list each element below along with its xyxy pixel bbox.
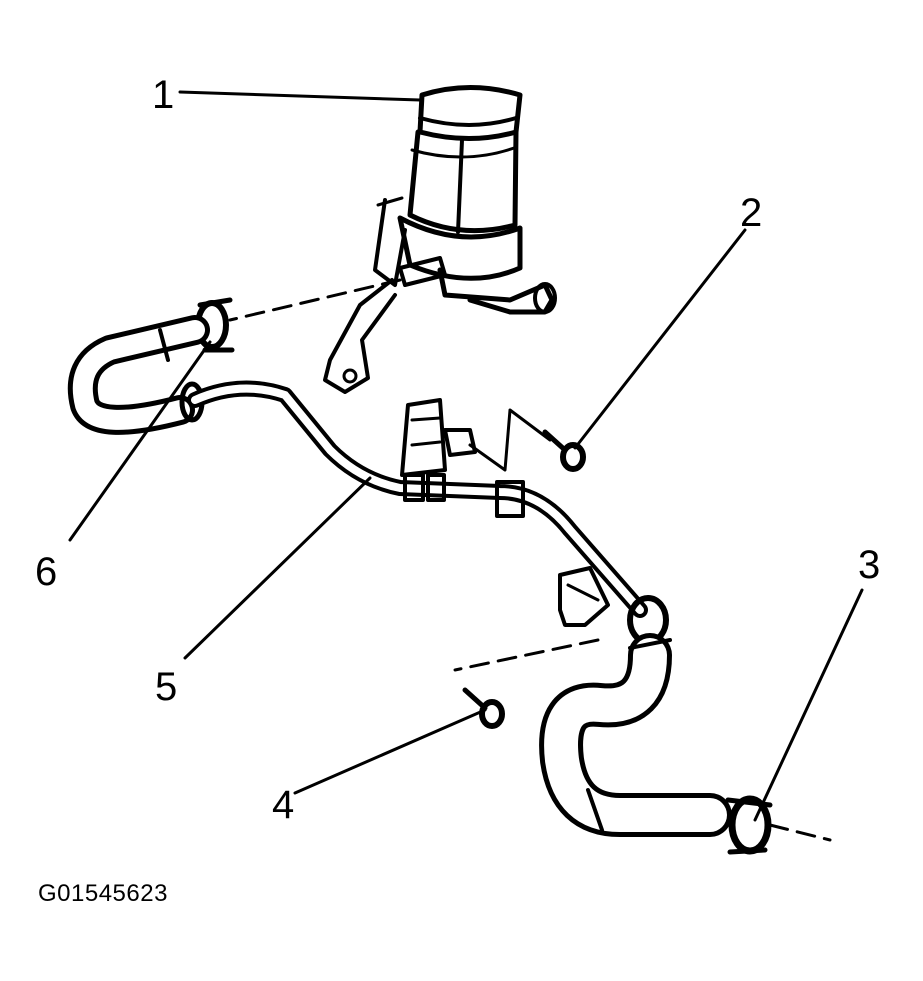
callout-6: 6 bbox=[35, 550, 57, 594]
middle-bracket bbox=[400, 398, 552, 477]
upper-hose bbox=[67, 315, 210, 435]
lower-hose bbox=[539, 595, 732, 837]
leader-lines bbox=[68, 90, 864, 822]
figure-id-label: G01545623 bbox=[38, 880, 168, 907]
clamp-3 bbox=[725, 795, 773, 855]
metal-line-5 bbox=[187, 380, 648, 618]
callout-1: 1 bbox=[152, 73, 174, 117]
callout-2: 2 bbox=[740, 191, 762, 235]
dashed-line-6 bbox=[228, 278, 402, 322]
lower-bracket bbox=[558, 566, 610, 627]
callout-3: 3 bbox=[858, 543, 880, 587]
callout-5: 5 bbox=[155, 665, 177, 709]
reservoir bbox=[323, 85, 557, 394]
dashed-line-4 bbox=[453, 638, 600, 672]
callout-4: 4 bbox=[272, 783, 294, 827]
bolt-4 bbox=[462, 687, 505, 729]
bolt-2 bbox=[542, 429, 586, 472]
dashed-line-3 bbox=[768, 823, 832, 842]
